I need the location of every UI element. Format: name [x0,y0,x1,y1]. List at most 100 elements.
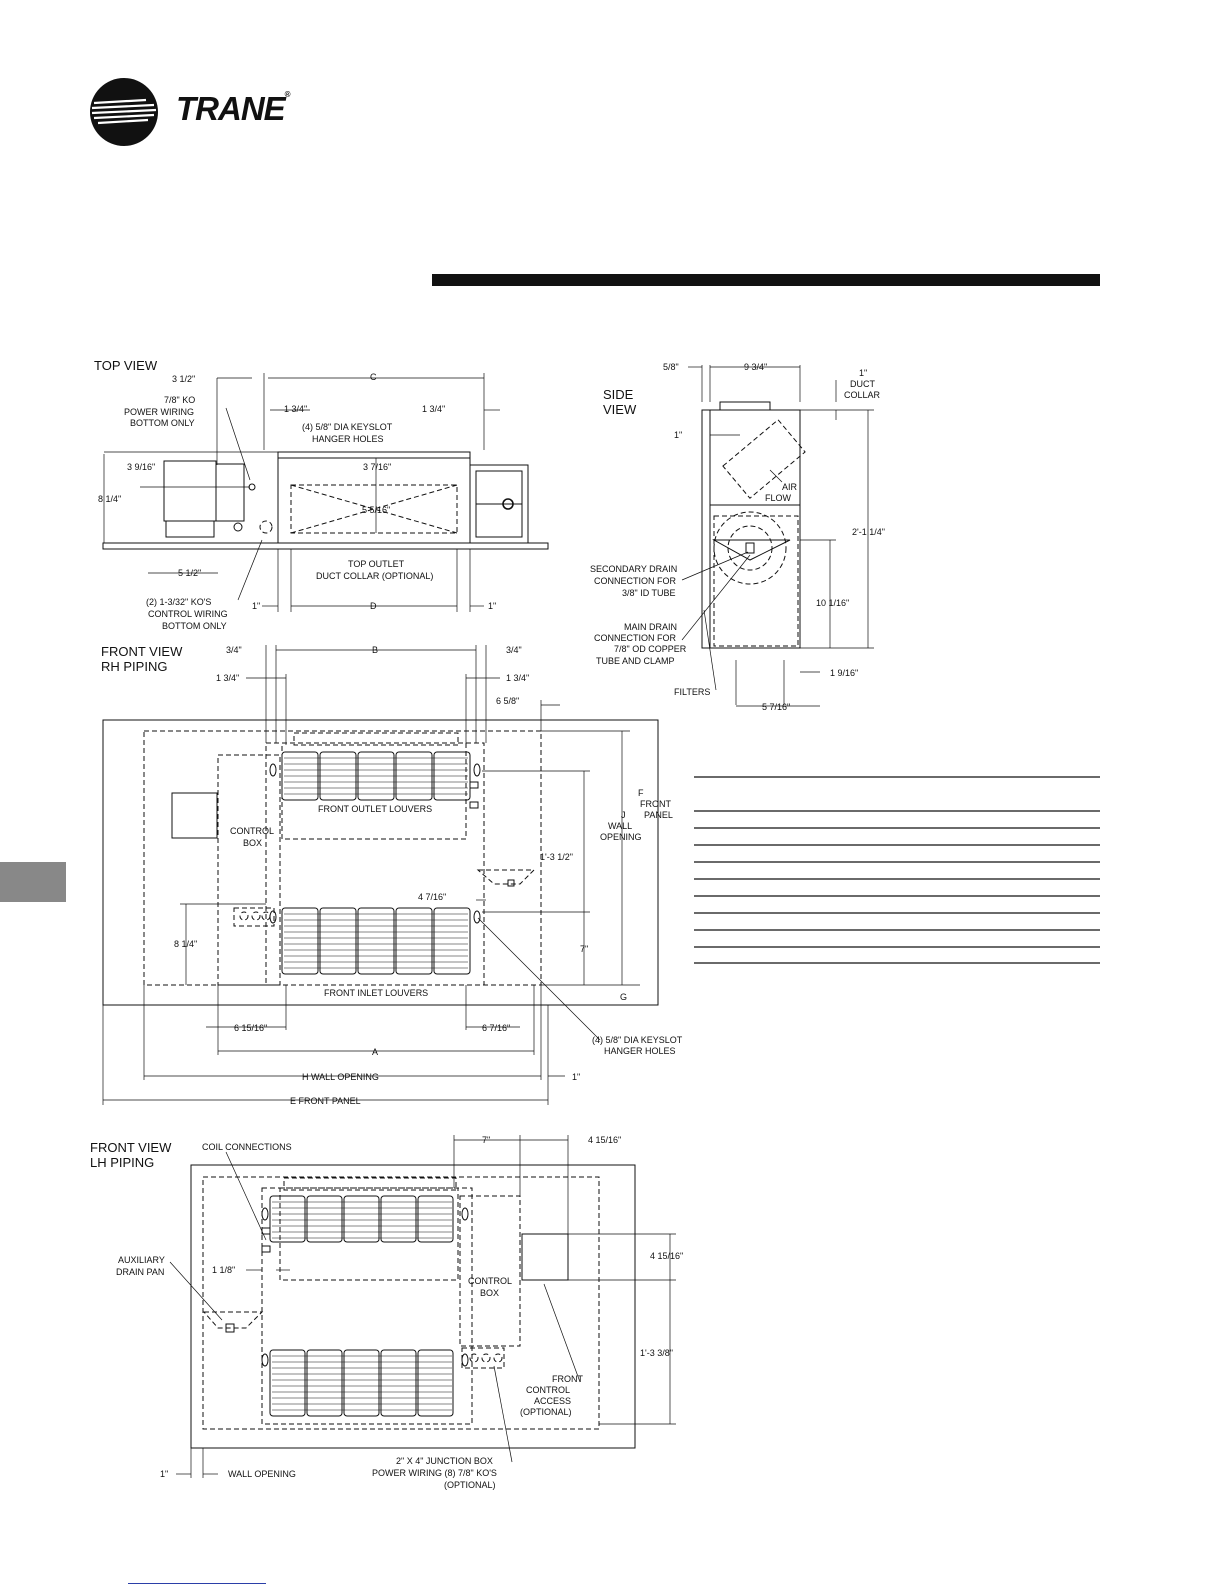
dim-label: E FRONT PANEL [290,1096,361,1106]
top-view: TOP VIEW [94,358,549,631]
note-label: CONTROL WIRING [148,609,228,619]
note-label: TUBE AND CLAMP [596,656,675,666]
note-label: 7/8" KO [164,395,195,405]
note-label: (4) 5/8" DIA KEYSLOT [302,422,393,432]
note-label: 3/8" ID TUBE [622,588,676,598]
front-rh-title: FRONT VIEW [101,644,183,659]
dim-label: 1'-3 1/2" [540,852,573,862]
dim-label: 9 3/4" [744,362,767,372]
section-tab [0,862,66,902]
dim-label: 1" [674,430,682,440]
dim-label: 3 1/2" [172,374,195,384]
note-label: FRONT OUTLET LOUVERS [318,804,432,814]
brand-mark: ® [284,90,291,99]
note-label: (OPTIONAL) [444,1480,496,1490]
brand-name: TRANE® [176,90,291,128]
note-label: BOX [480,1288,499,1298]
dim-label: 1 3/4" [284,404,307,414]
note-label: SECONDARY DRAIN [590,564,677,574]
note-label: POWER WIRING (8) 7/8" KO'S [372,1468,497,1478]
note-label: COLLAR [844,390,881,400]
dim-label: 8 1/4" [98,494,121,504]
dim-label: 4 7/16" [418,892,446,902]
note-label: OPENING [600,832,642,842]
note-label: POWER WIRING [124,407,194,417]
note-label: DRAIN PAN [116,1267,164,1277]
note-label: PANEL [644,810,673,820]
dim-label: 5/8" [663,362,679,372]
dim-label: 1" [252,601,260,611]
note-label: FRONT [640,799,671,809]
spec-table-lines [694,776,1100,964]
dim-label: H WALL OPENING [302,1072,379,1082]
note-label: FLOW [765,493,792,503]
dim-label: B [372,645,378,655]
header-rule [432,274,1100,286]
dim-label: 7" [580,944,588,954]
note-label: BOTTOM ONLY [130,418,195,428]
dim-label: A [372,1047,378,1057]
dim-label: 1" [160,1469,168,1479]
note-label: 2" X 4" JUNCTION BOX [396,1456,493,1466]
dim-label: 6 5/8" [496,696,519,706]
dim-label: 5 5/16" [362,505,390,515]
brand-text: TRANE [176,90,286,127]
trane-logo-icon [88,76,160,153]
dim-label: 3 9/16" [127,462,155,472]
dim-label: 3 7/16" [363,462,391,472]
front-lh-title: FRONT VIEW [90,1140,172,1155]
dim-label: J [621,810,626,820]
note-label: (4) 5/8" DIA KEYSLOT [592,1035,683,1045]
front-lh-title: LH PIPING [90,1155,154,1170]
note-label: ACCESS [534,1396,571,1406]
front-view-lh: FRONT VIEW LH PIPING [90,1135,683,1490]
side-view-title: SIDE [603,387,634,402]
front-rh-title: RH PIPING [101,659,167,674]
note-label: FILTERS [674,687,710,697]
note-label: MAIN DRAIN [624,622,677,632]
dim-label: 1 3/4" [216,673,239,683]
note-label: WALL OPENING [228,1469,296,1479]
dim-label: G [620,992,627,1002]
note-label: AUXILIARY [118,1255,165,1265]
dim-label: 5 7/16" [762,702,790,712]
note-label: DUCT COLLAR (OPTIONAL) [316,571,433,581]
dim-label: 2'-1 1/4" [852,527,885,537]
note-label: DUCT [850,379,875,389]
dim-label: 7" [482,1135,490,1145]
dim-label: 6 15/16" [234,1023,267,1033]
note-label: AIR [782,482,798,492]
lh-inlet-louvers [269,1349,454,1417]
note-label: TOP OUTLET [348,559,405,569]
note-label: CONTROL [230,826,274,836]
dim-label: 6 7/16" [482,1023,510,1033]
note-label: BOX [243,838,262,848]
side-view-title: VIEW [603,402,637,417]
note-label: CONNECTION FOR [594,633,676,643]
note-label: HANGER HOLES [604,1046,676,1056]
top-view-title: TOP VIEW [94,358,158,373]
dim-label: D [370,601,377,611]
dim-label: 1 9/16" [830,668,858,678]
dim-label: 1" [859,368,867,378]
dim-label: 1" [572,1072,580,1082]
note-label: FRONT [552,1374,583,1384]
side-view: SIDE VIEW 5/8" 9 3/4" 1" [590,362,885,712]
dim-label: 4 15/16" [650,1251,683,1261]
front-outlet-louvers [281,751,471,801]
dim-label: 1 3/4" [422,404,445,414]
dim-label: 1'-3 3/8" [640,1348,673,1358]
lh-outlet-louvers [269,1195,454,1243]
note-label: 7/8" OD COPPER [614,644,687,654]
note-label: BOTTOM ONLY [162,621,227,631]
dim-label: F [638,788,644,798]
dim-label: 1 3/4" [506,673,529,683]
front-inlet-louvers [281,907,471,975]
note-label: CONTROL [526,1385,570,1395]
dim-label: 3/4" [226,645,242,655]
note-label: WALL [608,821,632,831]
note-label: CONNECTION FOR [594,576,676,586]
dim-label: 10 1/16" [816,598,849,608]
dim-label: 1 1/8" [212,1265,235,1275]
